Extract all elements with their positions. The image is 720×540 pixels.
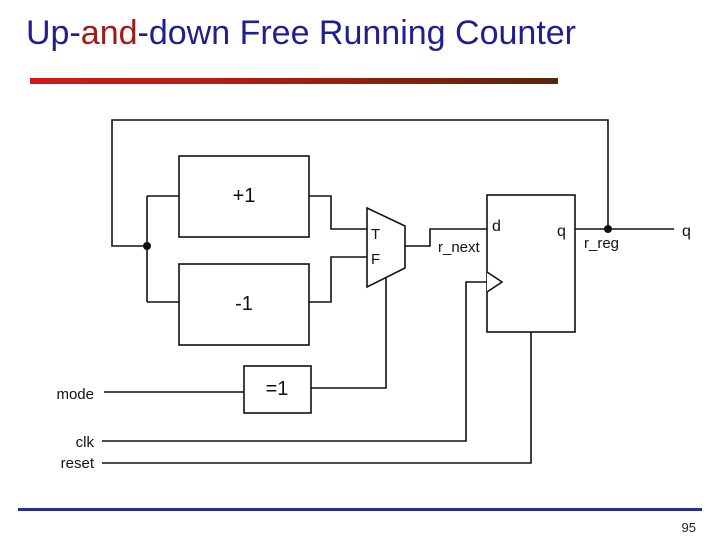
diagram-blocks — [178, 155, 576, 414]
r-reg-label: r_reg — [584, 235, 619, 252]
footer-rule — [18, 508, 702, 511]
mux-block — [366, 206, 406, 289]
feedback-wire — [111, 119, 609, 247]
diagram-labels: +1 -1 =1 T F d q r_next r_reg q mode clk… — [56, 185, 690, 472]
diagram-wires — [102, 119, 674, 464]
compare-block — [243, 365, 312, 414]
wire-dec-to-mux — [309, 256, 368, 303]
wire-select — [311, 275, 387, 389]
mux-true-label: T — [371, 226, 380, 243]
register-block — [486, 194, 576, 333]
wire-reset — [102, 332, 532, 464]
wire-clk — [102, 281, 487, 442]
slide-title: Up-and-down Free Running Counter — [26, 14, 576, 53]
title-part-3: -down Free Running Counter — [137, 14, 576, 52]
mode-label: mode — [56, 386, 94, 403]
junction-right — [604, 225, 612, 233]
reg-q-label: q — [557, 223, 566, 240]
dec-block — [178, 263, 310, 346]
junction-dots — [143, 225, 612, 250]
wire-r-next — [405, 228, 487, 247]
inc-block — [178, 155, 310, 238]
clk-label: clk — [76, 434, 95, 451]
compare-label: =1 — [266, 378, 289, 400]
dec-label: -1 — [235, 293, 253, 315]
reset-label: reset — [61, 455, 95, 472]
r-next-label: r_next — [438, 239, 481, 256]
mux-false-label: F — [371, 251, 380, 268]
clock-triangle — [486, 271, 504, 293]
title-underline — [30, 78, 558, 84]
title-part-1: Up- — [26, 14, 81, 52]
reg-d-label: d — [492, 218, 501, 235]
junction-left — [143, 242, 151, 250]
inc-label: +1 — [233, 185, 256, 207]
output-q-label: q — [682, 223, 691, 240]
wire-inc-to-mux — [309, 195, 368, 230]
title-part-2: and — [80, 14, 138, 52]
page-number: 95 — [681, 520, 696, 535]
